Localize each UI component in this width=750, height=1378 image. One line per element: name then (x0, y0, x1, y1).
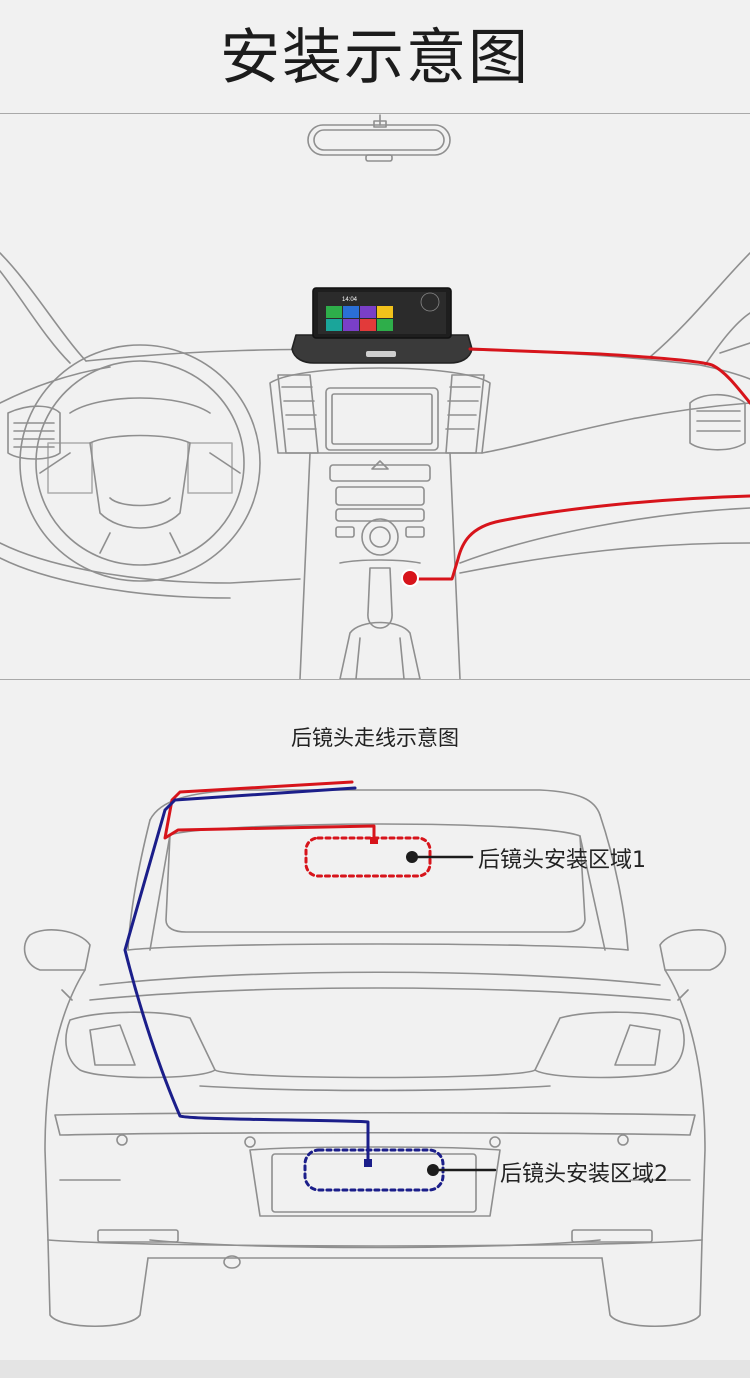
zone1-anchor (370, 837, 378, 844)
dashcam-device: 14:04 (291, 287, 473, 364)
zone2-label: 后镜头安装区域2 (500, 1162, 668, 1187)
front-power-cable-lower (410, 494, 750, 581)
rear-cable-blue (123, 786, 370, 1164)
rear-cable-red (163, 780, 376, 842)
steering-wheel (19, 344, 261, 582)
cigarette-socket (401, 569, 419, 587)
front-power-cable (468, 347, 750, 405)
middle-divider (0, 679, 750, 680)
zone1-outline (304, 836, 432, 878)
top-divider (0, 113, 750, 114)
rearview-mirror (307, 114, 451, 162)
rear-car-illustration (23, 780, 727, 1327)
dashboard-illustration: 14:04 (0, 114, 750, 679)
footer-band (0, 1360, 750, 1378)
page-title: 安装示意图 (220, 23, 530, 93)
device-clock: 14:04 (342, 297, 358, 303)
zone2-outline (303, 1148, 445, 1192)
rear-subtitle: 后镜头走线示意图 (291, 726, 459, 750)
center-console (269, 367, 491, 679)
zone2-anchor (364, 1159, 372, 1167)
zone1-label: 后镜头安装区域1 (478, 848, 646, 873)
